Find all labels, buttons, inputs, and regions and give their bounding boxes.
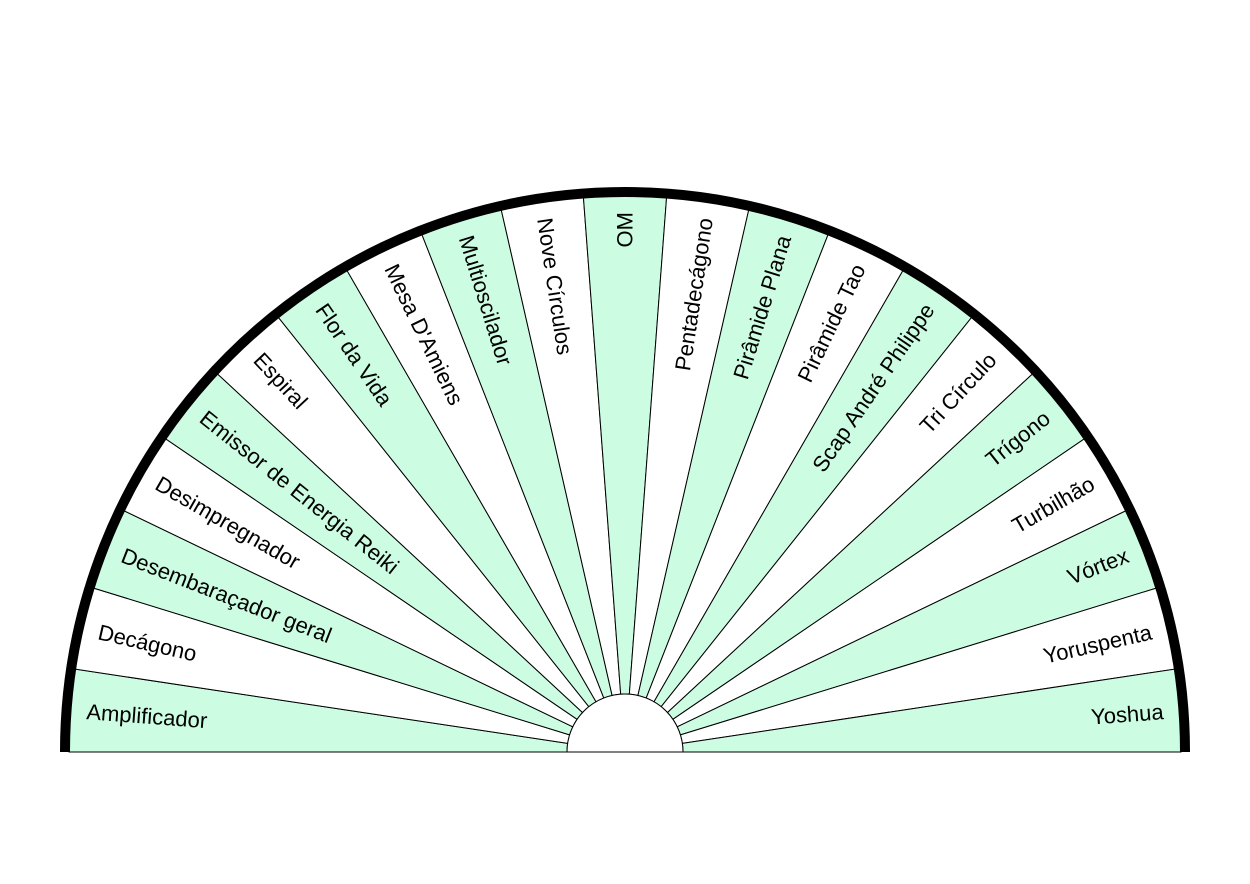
- segments-group: [68, 195, 1182, 753]
- inner-hub-arc: [566, 693, 684, 753]
- segment-label: Yoshua: [1090, 699, 1165, 729]
- outer-arc-border: [60, 187, 1190, 753]
- segment-label: OM: [613, 212, 638, 247]
